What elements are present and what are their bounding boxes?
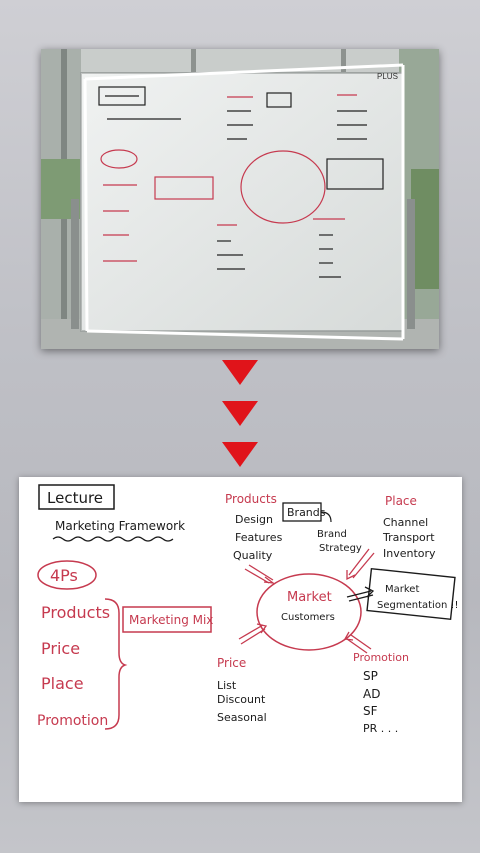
- products-item-features: Features: [235, 531, 283, 544]
- scanned-whiteboard: Lecture Marketing Framework 4Ps Products…: [19, 477, 462, 802]
- products-item-design: Design: [235, 513, 273, 526]
- promotion-title: Promotion: [353, 651, 409, 664]
- lecture-box: [38, 484, 115, 510]
- marketing-mix-box: [122, 606, 212, 633]
- source-photo-scene: PLUS: [41, 49, 439, 349]
- brand-strategy-line2: Strategy: [319, 543, 362, 554]
- market-circle: [256, 573, 362, 651]
- customers-label: Customers: [281, 612, 335, 623]
- left-list-price: Price: [41, 639, 80, 658]
- market-label: Market: [287, 590, 332, 605]
- source-photo: PLUS: [41, 49, 439, 349]
- place-item-channel: Channel: [383, 516, 428, 529]
- price-item-discount: Discount: [217, 693, 266, 706]
- left-list-place: Place: [41, 674, 84, 693]
- place-title: Place: [385, 494, 417, 508]
- framework-underline: [52, 536, 174, 542]
- down-arrow-icon: [222, 442, 258, 467]
- segmentation-line1: Market: [385, 584, 419, 595]
- place-item-transport: Transport: [382, 531, 435, 544]
- price-title: Price: [217, 656, 246, 670]
- four-ps-label: 4Ps: [50, 566, 78, 585]
- left-list-promotion: Promotion: [37, 713, 108, 729]
- lecture-label: Lecture: [47, 489, 103, 507]
- price-item-seasonal: Seasonal: [217, 711, 267, 724]
- segmentation-line2: Segmentation !!: [377, 600, 458, 611]
- promotion-item-ad: AD: [363, 687, 380, 701]
- promotion-item-sf: SF: [363, 704, 378, 718]
- brand-strategy-line1: Brand: [317, 529, 347, 540]
- marketing-mix-label: Marketing Mix: [129, 613, 213, 627]
- framework-label: Marketing Framework: [55, 519, 185, 533]
- promotion-item-sp: SP: [363, 669, 378, 683]
- down-arrow-icon: [222, 401, 258, 426]
- list-brace: [104, 598, 128, 730]
- promotion-item-pr: PR . . .: [363, 722, 398, 735]
- board-brand-logo: PLUS: [377, 72, 398, 81]
- four-ps-circle: [37, 560, 97, 590]
- left-list-products: Products: [41, 603, 110, 622]
- products-title: Products: [225, 492, 277, 506]
- price-item-list: List: [217, 679, 237, 692]
- place-item-inventory: Inventory: [383, 547, 436, 560]
- products-item-quality: Quality: [233, 549, 273, 562]
- whiteboard-drawing: Lecture Marketing Framework 4Ps Products…: [37, 484, 458, 735]
- down-arrow-icon: [222, 360, 258, 385]
- brands-label: Brands: [287, 506, 326, 519]
